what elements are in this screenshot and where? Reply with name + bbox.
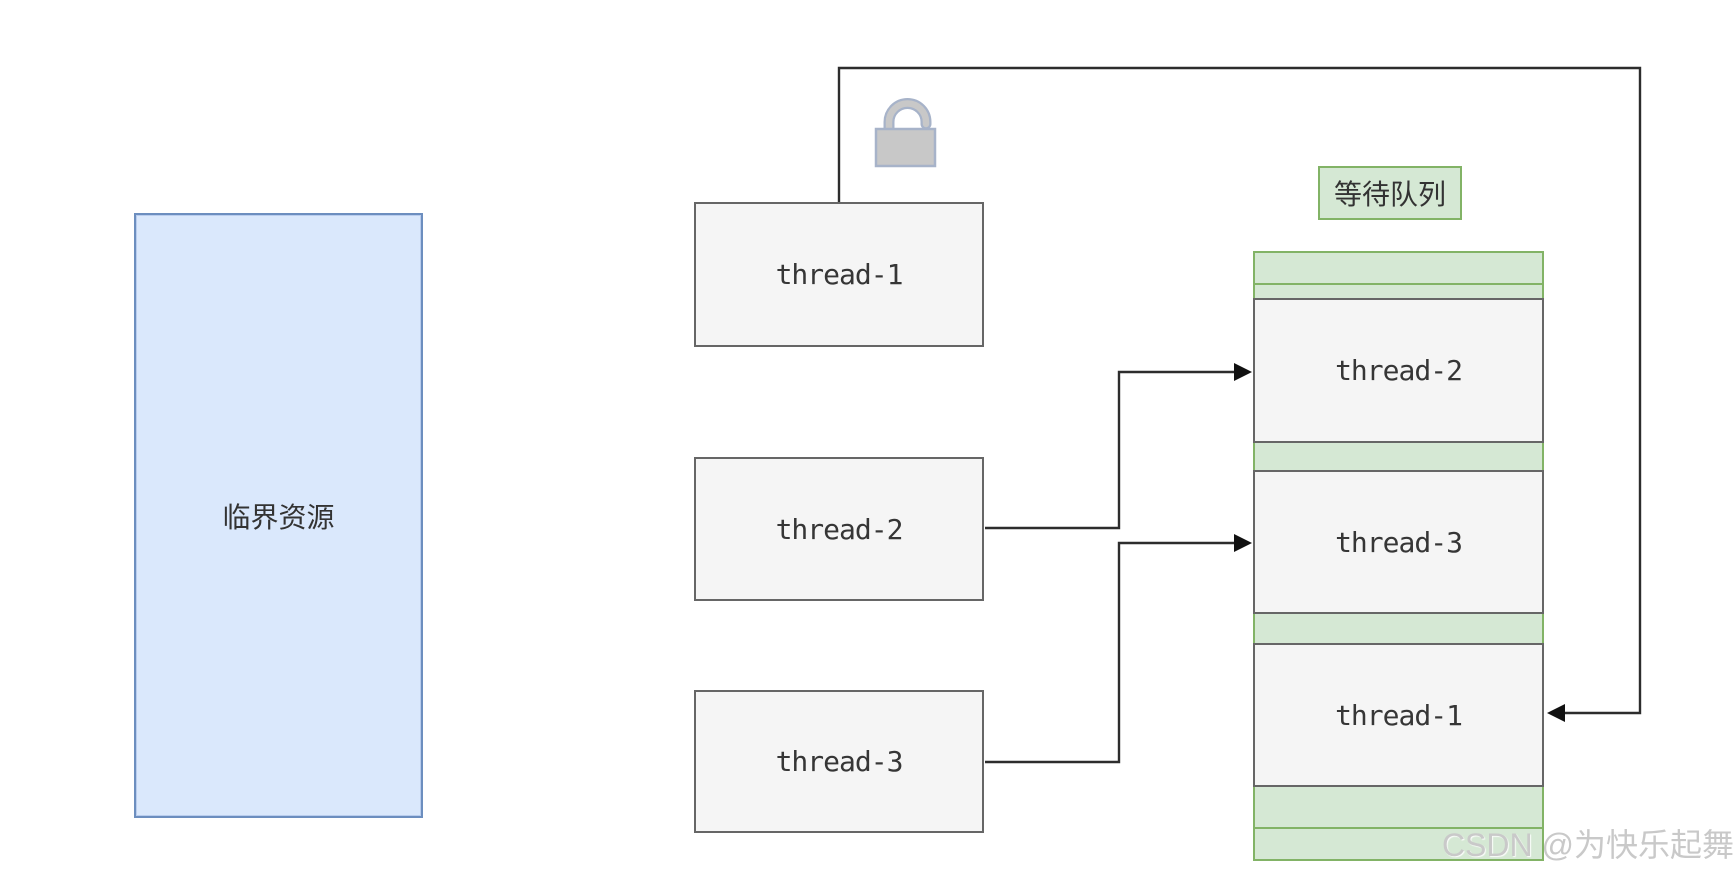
critical-resource-box: 临界资源 — [134, 213, 423, 818]
arrowhead-left-icon — [1547, 704, 1565, 722]
unlocked-padlock-icon — [874, 98, 937, 168]
connector-thread3-to-queue — [985, 541, 1237, 764]
thread-box-1-label: thread-1 — [775, 258, 904, 291]
queue-divider-top — [1255, 283, 1542, 285]
thread-box-3: thread-3 — [694, 690, 984, 833]
queue-divider-bottom — [1255, 827, 1542, 829]
connector-thread2-to-queue — [985, 370, 1237, 530]
queue-item-thread-1-label: thread-1 — [1335, 698, 1463, 732]
thread-box-2: thread-2 — [694, 457, 984, 601]
critical-resource-label: 临界资源 — [222, 501, 335, 533]
arrowhead-right2-icon — [1234, 534, 1252, 552]
queue-item-thread-3-label: thread-3 — [1335, 525, 1463, 559]
wait-queue-title: 等待队列 — [1318, 166, 1462, 220]
watermark: CSDN @为快乐起舞 — [1441, 827, 1734, 863]
thread-box-1: thread-1 — [694, 202, 984, 347]
thread-box-3-label: thread-3 — [775, 745, 904, 778]
wait-queue-title-label: 等待队列 — [1333, 179, 1446, 210]
thread-box-2-label: thread-2 — [775, 512, 904, 546]
queue-item-thread-3: thread-3 — [1253, 470, 1544, 614]
arrowhead-right-icon — [1234, 363, 1252, 381]
queue-item-thread-1: thread-1 — [1253, 643, 1544, 787]
queue-item-thread-2: thread-2 — [1253, 298, 1544, 443]
queue-item-thread-2-label: thread-2 — [1335, 354, 1463, 387]
